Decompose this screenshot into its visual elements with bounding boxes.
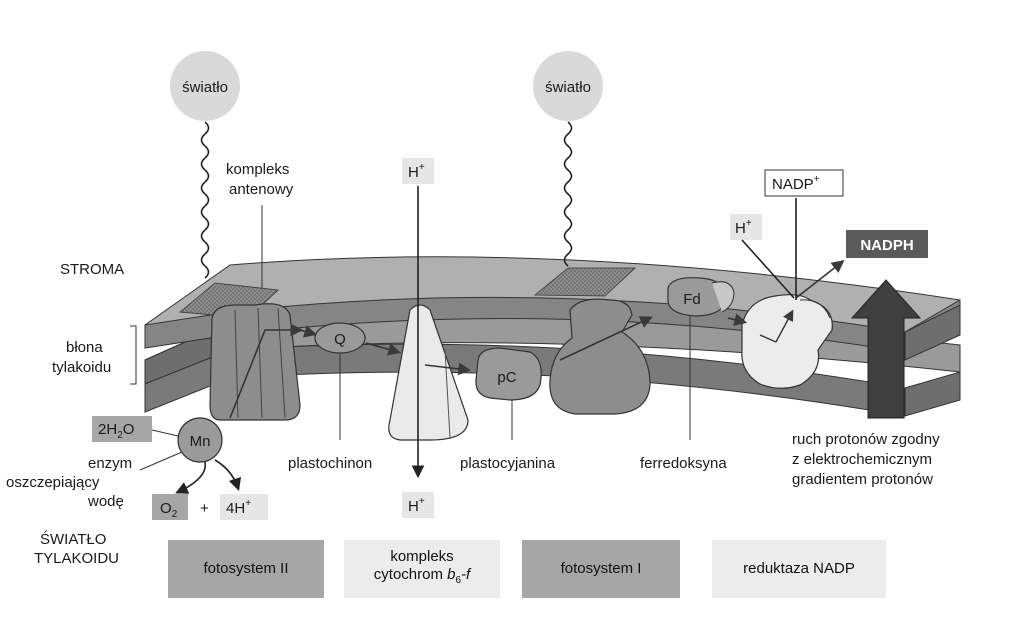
plastoquinone-label: plastochinon [288,455,372,472]
photosystem-i [549,298,653,415]
lumen-label-1: ŚWIATŁO [40,530,106,548]
water-label: 2H2O [98,421,134,441]
ferredoxin-label: ferredoksyna [640,455,727,472]
plus-sign: + [200,500,209,517]
pc-label: pC [497,369,516,386]
hplus-bottom: H+ [408,496,425,515]
nadp-plus: NADP+ [772,174,820,193]
photosystem-ii [209,303,304,421]
legend-nadp-label: reduktaza NADP [743,560,855,577]
enzyme-label-2: oszczepiający [6,474,100,491]
plastoquinone-q [314,322,366,354]
plastocyanin-label: plastocyjanina [460,455,556,472]
stroma-label: STROMA [60,261,124,278]
membrane-label-1: błona [66,339,103,356]
light-source-left: światło [170,51,240,279]
enzyme-label-1: enzym [88,455,132,472]
mn-label: Mn [190,433,211,450]
hplus-bottom-box [402,492,434,518]
lumen-label-2: TYLAKOIDU [34,550,119,567]
hplus-top-box [402,158,434,184]
legend-cyt-label-1: kompleks [390,548,454,565]
legend-nadp-reductase: reduktaza NADP [712,540,886,598]
legend-photosystem-i: fotosystem I [522,540,680,598]
enzyme-label-3: wodę [87,493,124,510]
hplus-right: H+ [735,218,752,237]
q-label: Q [334,331,346,348]
proton-flow-label-1: ruch protonów zgodny [792,431,940,448]
wavy-light-ray-mid [563,121,573,267]
hplus-right-box [730,214,762,240]
light-source-mid: światło [533,51,603,267]
membrane-label-2: tylakoidu [52,359,111,376]
mn-cluster [177,417,223,463]
nadph-box [846,230,928,258]
legend-cytochrome: kompleks cytochrom b6-f [344,540,500,598]
protons-box [220,494,268,520]
proton-flow-label-3: gradientem protonów [792,471,933,488]
nadp-reductase [741,294,833,389]
wavy-light-ray-left [200,121,210,279]
legend-cyt-label-2: cytochrom b6-f [373,566,471,586]
fd-label: Fd [683,291,701,308]
oxygen-box [152,494,188,520]
water-box [92,416,152,442]
oxygen-label: O2 [160,500,178,520]
proton-flow-arrow [850,279,922,419]
legend-ps2-label: fotosystem II [203,560,289,577]
protons-4h: 4H+ [226,498,251,517]
light-label-left: światło [182,79,228,96]
nadph-label: NADPH [860,237,913,254]
antenna-label-line1: kompleks [226,161,289,178]
nadp-plus-box [764,169,844,197]
plastocyanin-pc [475,347,542,401]
light-label-mid: światło [545,79,591,96]
membrane-bracket [130,325,137,385]
antenna-complex-mid [533,267,637,297]
hplus-top: H+ [408,162,425,181]
legend-photosystem-ii: fotosystem II [168,540,324,598]
proton-flow-label-2: z elektrochemicznym [792,451,932,468]
antenna-label-line2: antenowy [229,181,294,198]
legend-ps1-label: fotosystem I [560,560,642,577]
